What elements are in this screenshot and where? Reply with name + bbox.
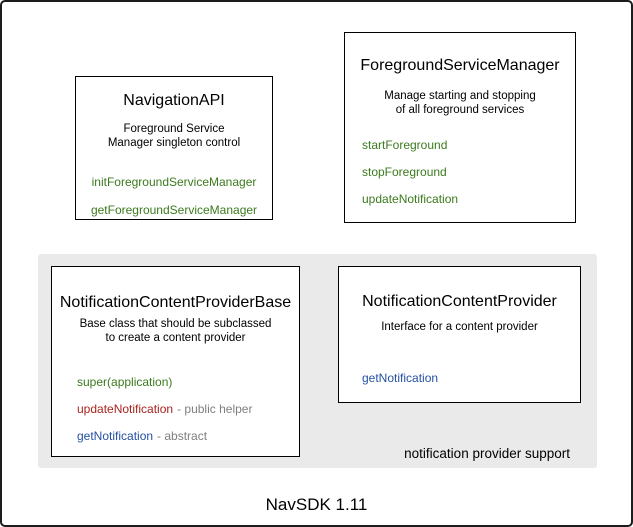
notification-content-provider-base-title: NotificationContentProviderBase (59, 294, 292, 311)
foreground-service-manager-title: ForegroundServiceManager (360, 57, 560, 74)
notification-content-provider-description: Interface for a content provider (339, 320, 580, 334)
notification-content-provider-base-methods: super(application) updateNotification- p… (52, 376, 299, 443)
method-start-foreground: startForeground (362, 138, 448, 152)
description-line: Base class that should be subclassed (79, 318, 272, 330)
notification-provider-support-label: notification provider support (404, 446, 570, 461)
description-line: to create a content provider (105, 332, 246, 344)
method-name: super(application) (77, 375, 173, 389)
method-annotation: - abstract (157, 429, 208, 443)
foreground-service-manager-methods: startForeground stopForeground updateNot… (345, 139, 575, 206)
notification-content-provider-methods: getNotification (339, 372, 580, 385)
class-box-notification-content-provider: NotificationContentProvider Interface fo… (338, 266, 581, 403)
class-box-foreground-service-manager: ForegroundServiceManager Manage starting… (344, 32, 576, 223)
description-line: of all foreground services (395, 104, 525, 116)
class-box-notification-content-provider-base: NotificationContentProviderBase Base cla… (51, 266, 300, 457)
method-update-notification: updateNotification (362, 192, 459, 206)
method-super-application: super(application) (77, 376, 299, 389)
diagram-caption: NavSDK 1.11 (265, 495, 368, 514)
foreground-service-manager-description: Manage starting and stopping of all fore… (345, 89, 575, 117)
method-stop-foreground: stopForeground (362, 165, 447, 179)
description-line: Foreground Service (123, 123, 225, 135)
method-init-foreground-service-manager: initForegroundServiceManager (91, 175, 257, 189)
method-get-notification-abstract: getNotification- abstract (77, 430, 299, 443)
class-box-navigation-api: NavigationAPI Foreground Service Manager… (75, 76, 273, 220)
navigation-api-title: NavigationAPI (123, 92, 225, 109)
method-get-foreground-service-manager: getForegroundServiceManager (90, 203, 258, 217)
navigation-api-description: Foreground Service Manager singleton con… (76, 122, 272, 150)
method-name: getNotification (77, 429, 154, 443)
method-update-notification-helper: updateNotification- public helper (77, 403, 299, 416)
method-name: updateNotification (77, 402, 174, 416)
notification-content-provider-title: NotificationContentProvider (362, 293, 557, 310)
method-get-notification: getNotification (362, 371, 439, 385)
navigation-api-methods: initForegroundServiceManager getForegrou… (76, 176, 272, 217)
description-line: Manager singleton control (107, 137, 241, 149)
description-line: Interface for a content provider (381, 321, 538, 333)
description-line: Manage starting and stopping (384, 90, 536, 102)
notification-content-provider-base-description: Base class that should be subclassed to … (52, 317, 299, 345)
method-annotation: - public helper (177, 402, 253, 416)
